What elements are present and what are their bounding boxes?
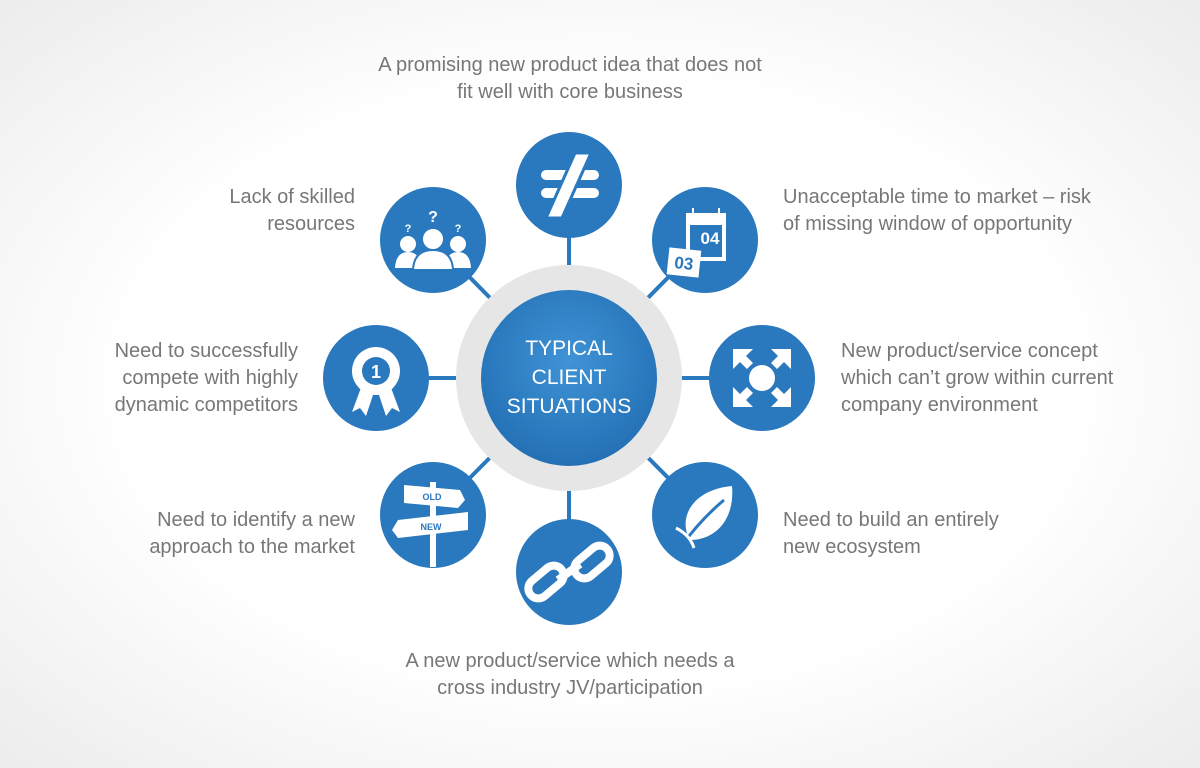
center-circle (481, 290, 657, 466)
center-title-line: TYPICAL (525, 337, 613, 360)
calendar-icon: 03 04 (666, 208, 726, 278)
node-label-top-right: Unacceptable time to market – risk of mi… (783, 186, 1091, 235)
node-label-bottom: A new product/service which needs a cros… (405, 650, 735, 699)
people-question-icon: ? ? ? (395, 209, 471, 271)
award-badge-number: 1 (371, 362, 381, 382)
node-label-right: New product/service concept which can’t … (841, 340, 1114, 416)
svg-text:?: ? (405, 223, 412, 235)
expand-arrows-icon (733, 349, 791, 407)
not-equal-icon (541, 151, 599, 220)
node-label-top: A promising new product idea that does n… (378, 54, 762, 103)
calendar-back-date: 04 (701, 229, 720, 248)
calendar-front-date: 03 (673, 253, 694, 274)
leaf-icon (675, 486, 733, 549)
svg-text:?: ? (455, 223, 462, 235)
signpost-icon: OLD NEW (392, 482, 468, 567)
center-title: TYPICAL CLIENT SITUATIONS (481, 334, 657, 421)
center-title-line: CLIENT (531, 366, 607, 389)
node-label-left: Need to successfully compete with highly… (114, 340, 298, 416)
node-label-top-left: Lack of skilled resources (229, 186, 355, 235)
svg-text:?: ? (428, 209, 438, 226)
sign-old-text: OLD (423, 492, 442, 502)
node-label-bottom-right: Need to build an entirely new ecosystem (783, 509, 999, 558)
sign-new-text: NEW (421, 522, 443, 532)
center-title-line: SITUATIONS (506, 395, 632, 418)
chain-link-icon (524, 541, 614, 603)
node-label-bottom-left: Need to identify a new approach to the m… (149, 509, 355, 558)
award-ribbon-icon: 1 (352, 347, 400, 416)
